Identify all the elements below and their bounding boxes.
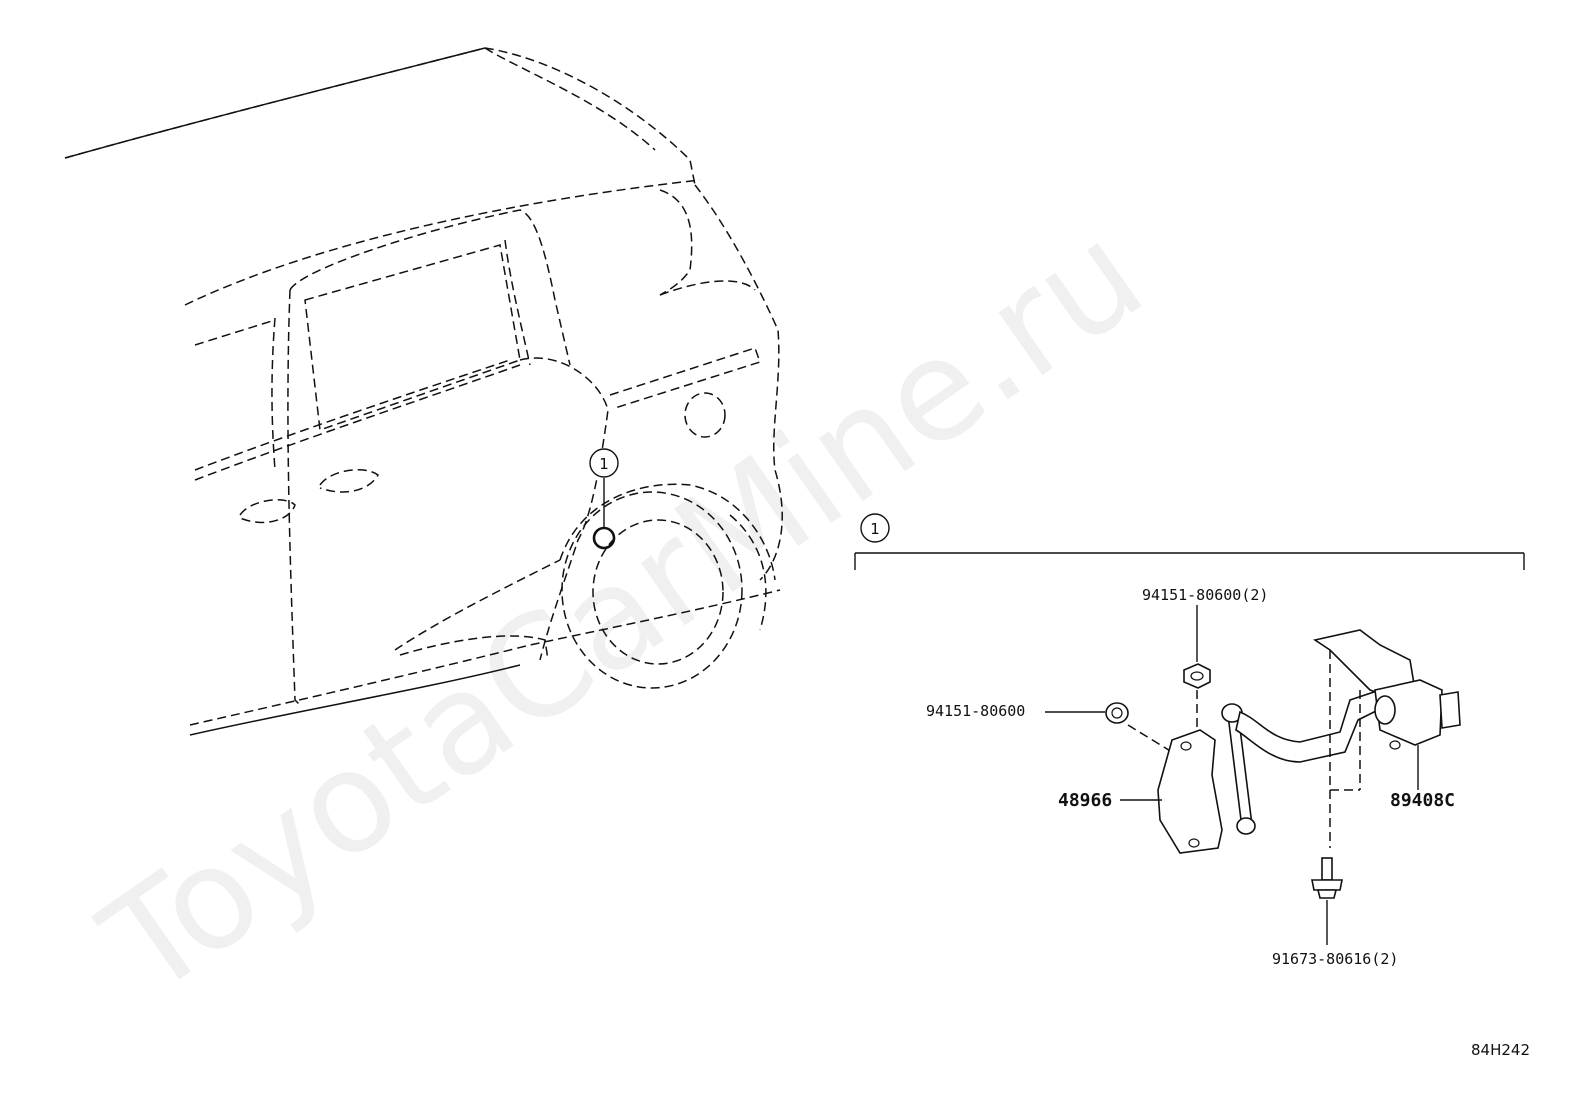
part-number: 94151-80600 [926, 702, 1025, 720]
height-sensor-icon [1235, 629, 1461, 763]
part-number: 48966 [1058, 790, 1112, 811]
assembly-bracket: 1 [854, 513, 1525, 570]
part-qty: (2) [1241, 586, 1268, 604]
part-qty: (2) [1371, 950, 1398, 968]
location-marker: 1 [589, 448, 619, 550]
svg-text:91673-80616(2): 91673-80616(2) [1272, 950, 1398, 968]
diagram-code: 84H242 [1471, 1041, 1530, 1059]
part-label-sensor: 89408C [1390, 790, 1455, 811]
svg-text:94151-80600(2): 94151-80600(2) [1142, 586, 1268, 604]
bolt-icon [1311, 857, 1343, 899]
part-label-nut-top: 94151-80600(2) [1142, 586, 1268, 604]
part-number: 89408C [1390, 790, 1455, 811]
part-number: 94151-80600 [1142, 586, 1241, 604]
watermark: ToyotaCarMine.ru [75, 193, 1171, 1029]
height-sensor-assembly [1045, 605, 1461, 945]
callout-number-assembly: 1 [870, 520, 880, 538]
nut-top-icon [1183, 663, 1211, 689]
bracket-icon [1157, 729, 1223, 854]
car-rear-view [64, 47, 783, 736]
callout-circle-car [589, 448, 619, 478]
part-label-bolt: 91673-80616(2) [1272, 950, 1398, 968]
callout-number-car: 1 [599, 455, 609, 473]
part-label-bracket: 48966 [1058, 790, 1112, 811]
sensor-link-icon [1221, 703, 1256, 835]
part-label-nut-left: 94151-80600 [926, 702, 1025, 720]
part-number: 91673-80616 [1272, 950, 1371, 968]
nut-left-icon [1105, 702, 1129, 724]
